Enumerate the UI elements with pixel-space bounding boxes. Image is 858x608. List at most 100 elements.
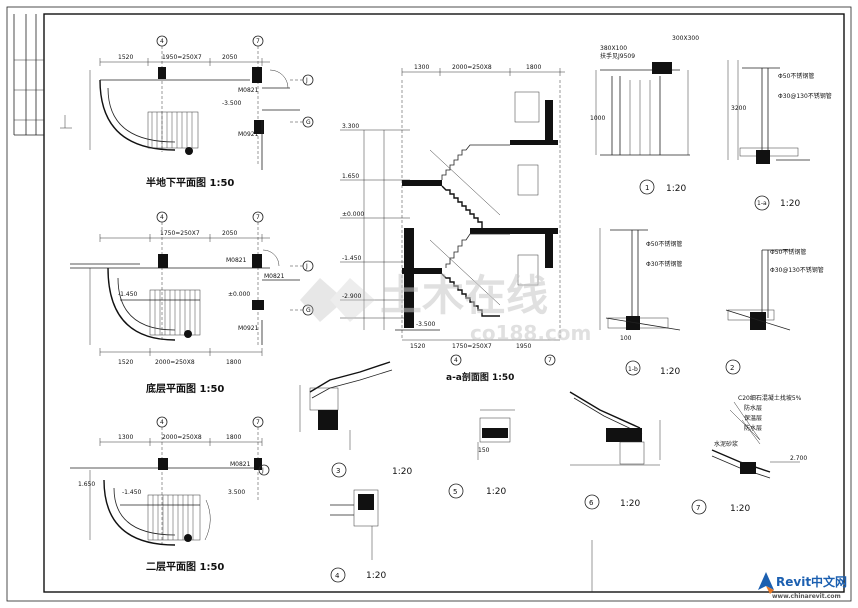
- section-level-m3500: -3.500: [416, 321, 436, 328]
- detail-7-note-c: 保温层: [744, 414, 762, 422]
- detail-7-number: 7: [696, 504, 700, 512]
- second-plan-title: 二层平面图 1:50: [146, 561, 224, 573]
- plan1-grid-4-label: 4: [160, 38, 164, 45]
- section-level-m1450: -1.450: [342, 255, 362, 262]
- section-dim-top-1300: 1300: [414, 64, 429, 71]
- detail-1-scale: 1:20: [666, 184, 686, 194]
- grid-bubble-j: [302, 74, 314, 86]
- detail-3-number: 3: [336, 467, 340, 475]
- half-basement-plan-title: 半地下平面图 1:50: [146, 176, 234, 189]
- detail-2-note-a: Φ50不锈钢管: [770, 248, 806, 256]
- detail-1a-scale: 1:20: [780, 199, 800, 209]
- plan2-dim-1800: 1800: [226, 359, 241, 366]
- detail-1-number: 1: [645, 184, 649, 192]
- detail-1b-note-b: Φ30不锈钢管: [646, 260, 682, 268]
- detail-7: [691, 401, 800, 515]
- inner-frame: [43, 13, 845, 593]
- detail-5-number: 5: [453, 488, 457, 496]
- plan1-grid-g-label: G: [306, 119, 311, 126]
- section-grid-4-label: 4: [454, 357, 458, 364]
- plan2-elev-2: ±0.000: [228, 291, 250, 298]
- detail-1-note-c: 300X300: [672, 35, 699, 42]
- plan2-grid-j-label: J: [305, 263, 308, 270]
- plan3-grid-4-label: 4: [160, 419, 164, 426]
- brand-name: Revit中文网: [776, 574, 847, 589]
- section-a-a: [340, 68, 565, 366]
- detail-3: [299, 361, 393, 478]
- plan1-grid-7-label: 7: [256, 38, 260, 45]
- watermark-main: 土木在线: [380, 271, 548, 320]
- section-level-m2900: -2.900: [342, 293, 362, 300]
- detail-7-note-e: 水泥砂浆: [714, 440, 738, 448]
- plan2-door-c: M0921: [238, 325, 259, 332]
- section-level-1650: 1.650: [342, 173, 359, 180]
- detail-1a-dim-3200: 3200: [731, 105, 746, 112]
- detail-7-scale: 1:20: [730, 504, 750, 514]
- title-strip: [13, 14, 44, 136]
- half-basement-plan: [60, 35, 314, 170]
- revit-logo-icon: [758, 572, 774, 594]
- plan1-elev: -3.500: [222, 100, 242, 107]
- ground-plan-title: 底层平面图 1:50: [146, 382, 224, 395]
- section-level-0000: ±0.000: [342, 211, 364, 218]
- plan3-grid-7-label: 7: [256, 419, 260, 426]
- detail-7-elevation: 2.700: [790, 455, 807, 462]
- plan1-dim-2050: 2050: [222, 54, 237, 61]
- detail-7-note-b: 防水层: [744, 404, 762, 412]
- section-grid-7-label: 7: [548, 357, 552, 364]
- detail-6: [569, 391, 661, 510]
- detail-5-dim-150: 150: [478, 447, 490, 454]
- plan3-elev-1: 1.650: [78, 481, 95, 488]
- plan2-dim-2050: 2050: [222, 230, 237, 237]
- detail-4-number: 4: [335, 572, 340, 580]
- detail-1-dim-1000: 1000: [590, 115, 605, 122]
- section-dim-bot-1520: 1520: [410, 343, 425, 350]
- detail-4-scale: 1:20: [366, 571, 386, 581]
- plan2-stair-spec-bottom: 2000=250X8: [155, 359, 195, 366]
- outer-frame: [6, 6, 852, 602]
- detail-1a-number: 1-a: [757, 200, 767, 207]
- detail-7-note-a: C20细石混凝土找坡5%: [738, 394, 802, 402]
- plan3-elev-3: 3.500: [228, 489, 245, 496]
- plan2-elev-1: -1.450: [118, 291, 138, 298]
- brand-url: www.chinarevit.com: [772, 593, 841, 600]
- plan1-door-b: M0921: [238, 131, 259, 138]
- detail-2: [725, 249, 791, 375]
- detail-5-scale: 1:20: [486, 487, 506, 497]
- detail-3-scale: 1:20: [392, 467, 412, 477]
- detail-2-note-b: Φ30@130不锈钢管: [770, 266, 824, 274]
- detail-7-note-d: 防水层: [744, 424, 762, 432]
- detail-1b-dim-100: 100: [620, 335, 632, 342]
- section-dim-top-stair: 2000=250X8: [452, 64, 492, 71]
- detail-1b-note-a: Φ50不锈钢管: [646, 240, 682, 248]
- detail-1-note-b: 扶手见J9509: [600, 52, 635, 60]
- detail-1a-note-a: Φ50不锈钢管: [778, 72, 814, 80]
- detail-6-scale: 1:20: [620, 499, 640, 509]
- section-title: a-a剖面图 1:50: [446, 371, 514, 383]
- section-dim-top-1800: 1800: [526, 64, 541, 71]
- plan2-door-b: M0821: [264, 273, 285, 280]
- detail-4: [330, 489, 379, 583]
- detail-1b: [599, 228, 681, 376]
- detail-5: [448, 409, 515, 499]
- section-dim-bot-1950: 1950: [516, 343, 531, 350]
- plan3-elev-2: -1.450: [122, 489, 142, 496]
- plan2-door-a: M0821: [226, 257, 247, 264]
- ground-floor-plan: [70, 211, 314, 356]
- section-level-3300: 3.300: [342, 123, 359, 130]
- plan2-stair-spec: 1750=250X7: [160, 230, 200, 237]
- plan1-stair-spec: 1950=250X7: [162, 54, 202, 61]
- plan2-grid-4-label: 4: [160, 214, 164, 221]
- plan2-grid-7-label: 7: [256, 214, 260, 221]
- plan3-door: M0821: [230, 461, 251, 468]
- plan2-dim-1520: 1520: [118, 359, 133, 366]
- watermark-logo: [300, 278, 375, 322]
- plan1-door-a: M0821: [238, 87, 259, 94]
- second-floor-plan: [70, 416, 270, 546]
- detail-1a-note-b: Φ30@130不锈钢管: [778, 92, 832, 100]
- detail-1b-number: 1-b: [628, 366, 638, 373]
- plan3-grid-j-label: J: [261, 467, 264, 474]
- plan1-grid-j-label: J: [305, 77, 308, 84]
